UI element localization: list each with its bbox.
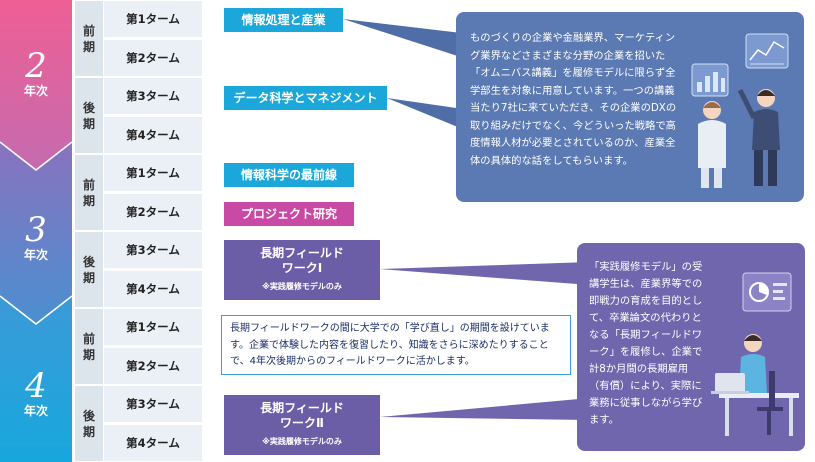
semester-char: 期 [82, 39, 95, 54]
year-gradient-arrows [0, 0, 72, 462]
semester-char: 後 [82, 254, 95, 269]
pointer-wedge-omnibus [343, 19, 470, 60]
field2-title-line1: 長期フィールド [260, 401, 344, 415]
field1-note: ※実践履修モデルのみ [262, 282, 342, 291]
field2-title-line2: ワークⅡ [280, 416, 324, 430]
year-2-number: 2 [25, 46, 47, 86]
semester-char: 期 [82, 193, 95, 208]
term-cell: 第4ターム [104, 271, 202, 307]
person-at-laptop-illustration [711, 272, 799, 436]
semester-char: 前 [82, 177, 95, 192]
practical-model-info-text: 「実践履修モデル」の受講学生は、産業界等での即戦力の育成を目的として、卒業論文の… [589, 261, 703, 426]
year-4-label: 4 年次 [0, 368, 72, 418]
term-cell: 第1ターム [104, 1, 202, 37]
semester-char: 期 [82, 270, 95, 285]
course-project-research: プロジェクト研究 [224, 202, 354, 226]
term-cell: 第3ターム [104, 386, 202, 422]
term-cell: 第1ターム [104, 155, 202, 191]
year-3-number: 3 [25, 210, 47, 250]
year-3-suffix: 年次 [23, 248, 48, 262]
term-cell: 第3ターム [104, 78, 202, 114]
year-4-suffix: 年次 [23, 404, 48, 418]
semester-first-year4: 前 期 [75, 309, 103, 384]
people-with-charts-illustration [691, 33, 789, 188]
semester-char: 期 [82, 347, 95, 362]
semester-char: 後 [82, 408, 95, 423]
term-cell: 第2ターム [104, 194, 202, 230]
year-column: 2 年次 3 年次 4 年次 [0, 0, 72, 462]
semester-second-year3: 後 期 [75, 232, 103, 307]
year-2-suffix: 年次 [23, 84, 48, 98]
year-3-label: 3 年次 [0, 212, 72, 262]
course-info-industry: 情報処理と産業 [224, 8, 343, 32]
semester-char: 後 [82, 100, 95, 115]
field2-note: ※実践履修モデルのみ [262, 437, 342, 446]
semester-second-year4: 後 期 [75, 386, 103, 461]
semester-second-year2: 後 期 [75, 78, 103, 153]
term-cell: 第1ターム [104, 309, 202, 345]
semester-char: 前 [82, 23, 95, 38]
year-2-label: 2 年次 [0, 48, 72, 98]
field1-title-line2: ワークⅠ [281, 261, 323, 275]
term-cell: 第2ターム [104, 40, 202, 76]
semester-first-year2: 前 期 [75, 1, 103, 76]
pointer-wedge-field2 [380, 398, 590, 420]
semester-first-year3: 前 期 [75, 155, 103, 230]
omnibus-info-box: ものづくりの企業や金融業界、マーケティング業界などさまざまな分野の企業を招いた「… [456, 12, 804, 202]
field1-title-line1: 長期フィールド [260, 246, 344, 260]
omnibus-info-text: ものづくりの企業や金融業界、マーケティング業界などさまざまな分野の企業を招いた「… [470, 32, 677, 167]
term-cell: 第2ターム [104, 348, 202, 384]
course-frontier: 情報科学の最前線 [224, 163, 354, 187]
pointer-wedge-omnibus-2 [387, 98, 470, 132]
course-field-work-2: 長期フィールド ワークⅡ ※実践履修モデルのみ [224, 395, 380, 455]
term-cell: 第3ターム [104, 232, 202, 268]
semester-char: 前 [82, 331, 95, 346]
term-cell: 第4ターム [104, 425, 202, 461]
semester-char: 期 [82, 424, 95, 439]
relearning-callout: 長期フィールドワークの間に大学での「学び直し」の期間を設けています。企業で体験し… [221, 315, 571, 375]
course-data-science: データ科学とマネジメント [224, 86, 387, 110]
course-field-work-1: 長期フィールド ワークⅠ ※実践履修モデルのみ [224, 240, 380, 300]
pointer-wedge-field1 [380, 262, 590, 285]
semester-char: 期 [82, 116, 95, 131]
practical-model-info-box: 「実践履修モデル」の受講学生は、産業界等での即戦力の育成を目的として、卒業論文の… [577, 243, 805, 451]
year-4-number: 4 [25, 366, 47, 406]
term-cell: 第4ターム [104, 117, 202, 153]
